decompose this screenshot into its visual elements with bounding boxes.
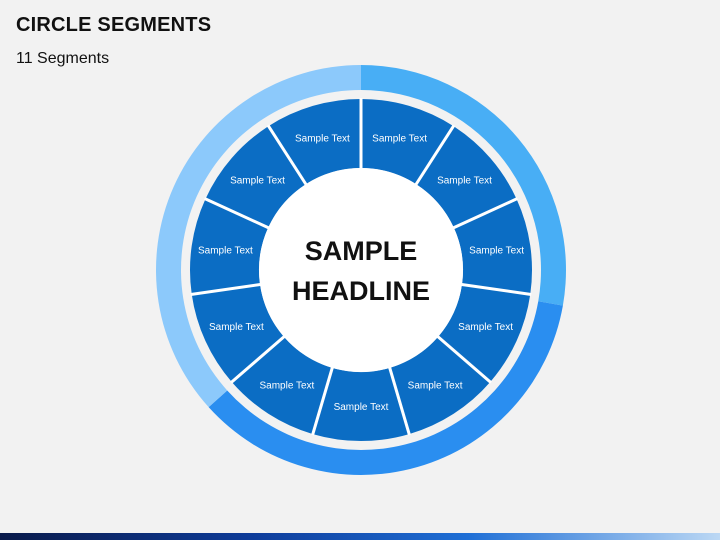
outer-ring-arc-right xyxy=(361,65,566,306)
segment-label-10: Sample Text xyxy=(230,175,285,186)
segment-separator xyxy=(190,282,263,296)
segment-separator xyxy=(203,197,271,230)
center-circle xyxy=(259,168,463,372)
segment-separator xyxy=(413,124,456,187)
slide-title: CIRCLE SEGMENTS xyxy=(16,14,212,36)
segment-label-7: Sample Text xyxy=(259,380,314,391)
headline-line-2: HEADLINE xyxy=(292,276,430,306)
outer-ring-arc-left xyxy=(155,65,361,408)
slide-subtitle: 11 Segments xyxy=(16,50,110,67)
segment-ring xyxy=(190,99,532,442)
segment-3 xyxy=(453,198,532,295)
segment-label-5: Sample Text xyxy=(408,380,463,391)
segment-separators xyxy=(190,98,532,436)
segment-2 xyxy=(416,126,517,228)
segment-label-2: Sample Text xyxy=(437,175,492,186)
segment-label-8: Sample Text xyxy=(209,322,264,333)
headline-line-1: SAMPLE xyxy=(305,236,418,266)
segment-label-3: Sample Text xyxy=(469,246,524,257)
segment-6 xyxy=(312,367,410,442)
segment-8 xyxy=(191,284,284,382)
segment-separator xyxy=(311,365,335,436)
segment-label-1: Sample Text xyxy=(372,134,427,145)
segment-separator xyxy=(459,282,532,296)
segment-label-11: Sample Text xyxy=(295,134,350,145)
segment-label-9: Sample Text xyxy=(198,246,253,257)
segment-separator xyxy=(230,334,287,384)
segment-label-4: Sample Text xyxy=(458,322,513,333)
outer-ring xyxy=(155,65,566,475)
segment-11 xyxy=(268,99,361,185)
segment-label-6: Sample Text xyxy=(334,402,389,413)
segment-10 xyxy=(205,126,306,228)
outer-ring-arc-bottom xyxy=(208,301,563,475)
segment-4 xyxy=(438,284,531,382)
segment-separator xyxy=(451,197,519,230)
footer-gradient-bar xyxy=(0,533,720,540)
segment-1 xyxy=(361,99,454,185)
segment-9 xyxy=(190,198,269,295)
segment-separator xyxy=(387,365,411,436)
segment-separator xyxy=(435,334,492,384)
segment-separator xyxy=(266,124,309,187)
